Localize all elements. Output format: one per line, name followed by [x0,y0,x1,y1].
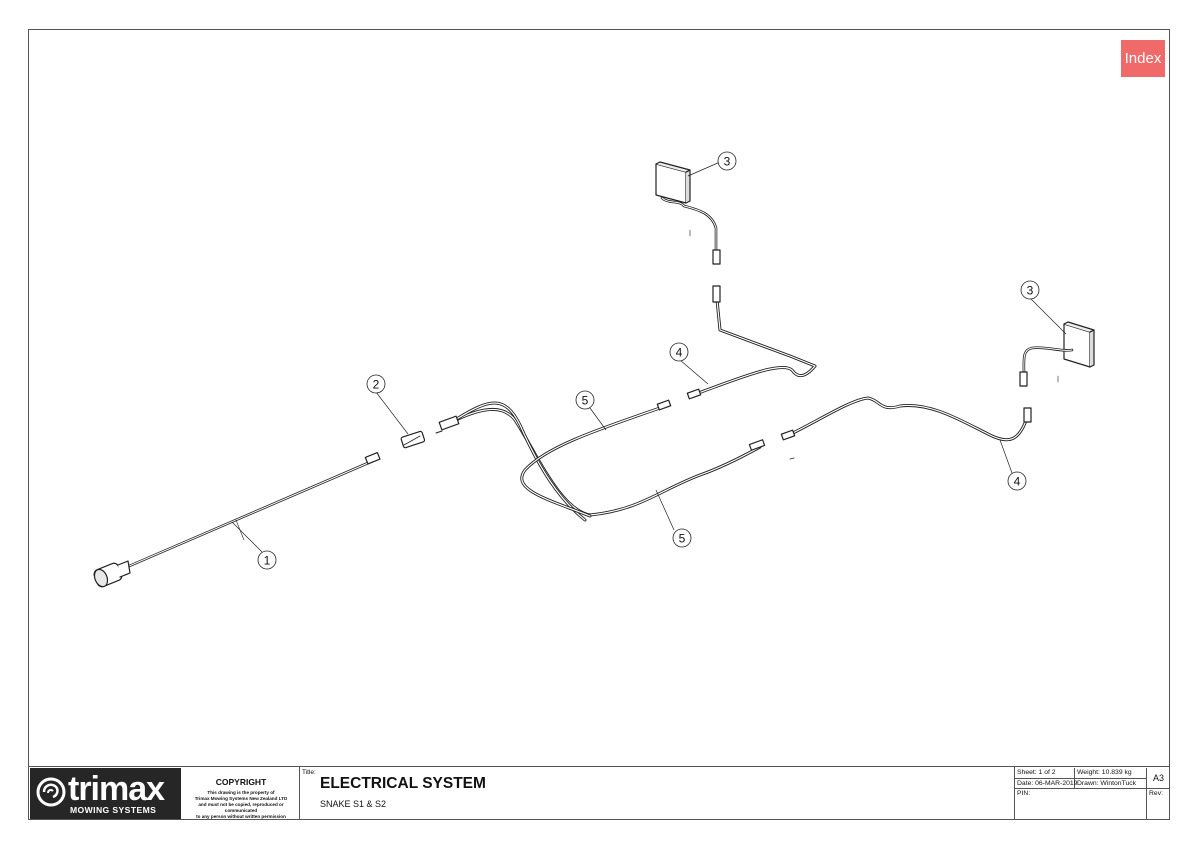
trimax-logo: trimax MOWING SYSTEMS [30,768,181,819]
part-1-plug-cable [93,451,381,588]
callout-balloons: 3 3 2 4 5 4 5 1 [257,151,1040,570]
copyright-line: Trimax Mowing Systems New Zealand LTD [194,796,288,801]
title-label: Title: [302,769,316,776]
drawing-sheet-border [28,29,1170,820]
sheet-number: Sheet: 1 of 2 [1015,768,1075,779]
drawing-subtitle: SNAKE S1 & S2 [320,799,387,809]
index-button[interactable]: Index [1121,40,1165,77]
callout-leaders [231,161,1067,553]
pin-field: PIN: [1015,789,1147,820]
weight: Weight: 10.839 kg [1075,768,1147,779]
callout-5-lower: 5 [679,532,686,546]
drawing-title: ELECTRICAL SYSTEM [320,775,486,792]
callout-1: 1 [264,554,271,568]
callout-4-left: 4 [676,346,683,360]
part-4-left-cable [686,285,817,400]
callout-4-right: 4 [1014,475,1021,489]
copyright-line: and must not be copied, reproduced or co… [198,802,284,813]
part-5-stub [789,457,795,460]
callout-2: 2 [373,378,380,392]
part-3-lamp-right [1019,321,1095,387]
part-4-right-cable [780,396,1032,442]
title-box: Title: ELECTRICAL SYSTEM SNAKE S1 & S2 [300,767,1015,820]
harness-trunk [438,399,766,522]
sheet-size: A3 [1147,768,1170,789]
revision-field: Rev: [1149,790,1163,797]
copyright-heading: COPYRIGHT [215,777,267,787]
copyright-line: This drawing is the property of [207,790,275,795]
copyright-line: to any person without written permission [196,814,286,819]
drawing-date: Date: 06-MAR-2019 [1015,779,1078,789]
logo-tagline: MOWING SYSTEMS [70,805,157,815]
drawn-by: Drawn: WintonTuck [1075,779,1147,789]
title-block: trimax MOWING SYSTEMS COPYRIGHT This dra… [28,766,1170,820]
part-3-lamp-top [655,161,721,265]
part-2-connector [400,430,443,449]
trimax-swirl-icon [36,777,66,807]
callout-3-top: 3 [724,155,731,169]
logo-name: trimax [68,770,165,808]
copyright-box: COPYRIGHT This drawing is the property o… [183,767,300,820]
callout-3-right: 3 [1027,284,1034,298]
callout-5-upper: 5 [582,394,589,408]
